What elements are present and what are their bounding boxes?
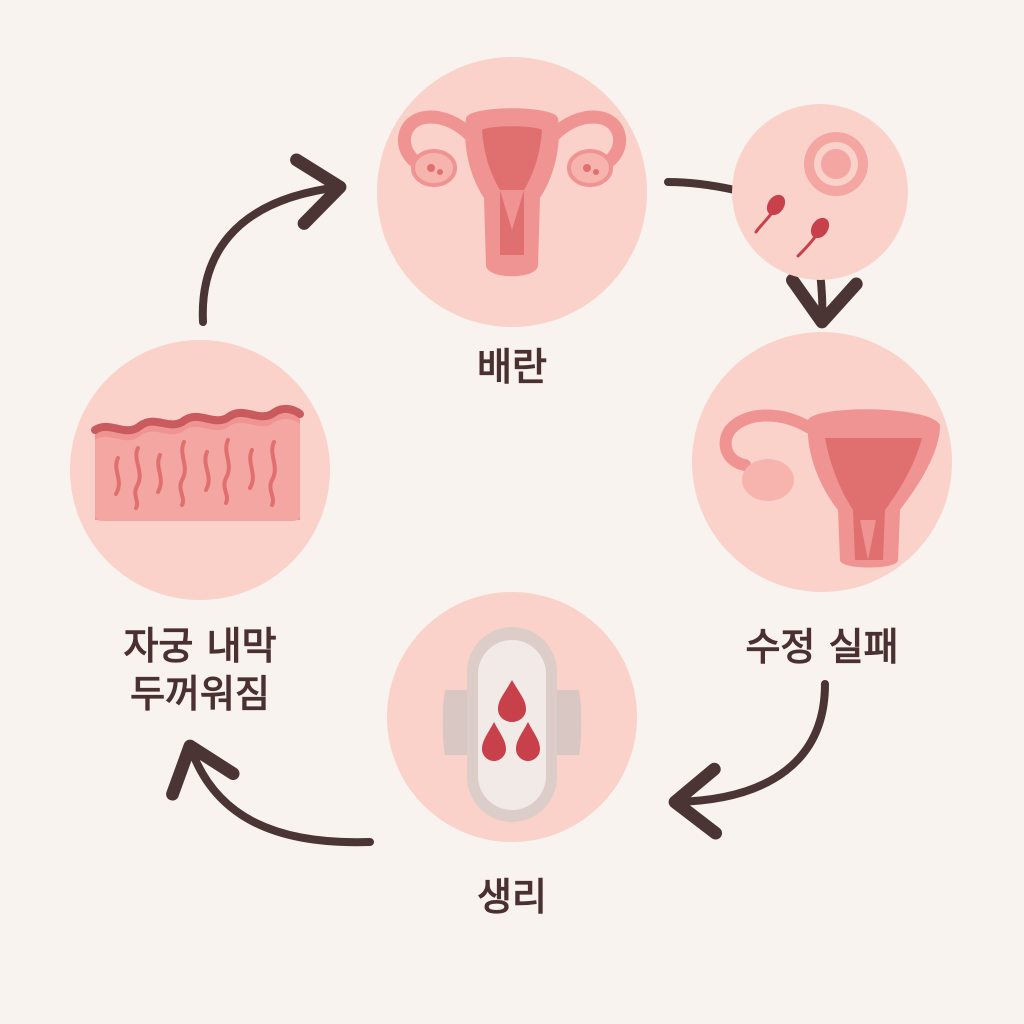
- arrow-ovulation-to-egg: [664, 178, 739, 194]
- endometrium-stage: [70, 340, 330, 600]
- egg-and-sperm-icon: [754, 132, 868, 258]
- uterus-side-icon: [719, 409, 940, 568]
- egg-sperm-stage: [732, 104, 908, 280]
- blood-drop-icon: [498, 680, 526, 722]
- fertilization-failure-stage: [692, 332, 952, 592]
- endometrium-tissue-icon: [91, 404, 304, 521]
- blood-drop-icon: [482, 722, 506, 761]
- endometrium-thickening-label: 자궁 내막 두꺼워짐: [85, 623, 315, 718]
- egg-sperm-circle: [732, 104, 908, 280]
- menstruation-label: 생리: [477, 875, 547, 919]
- fertilization-failure-label: 수정 실패: [745, 625, 899, 669]
- endometrium-thickening-label-line1: 자궁 내막: [123, 624, 277, 668]
- endometrium-thickening-label-line2: 두꺼워짐: [130, 671, 270, 716]
- ovulation-stage: [377, 57, 647, 327]
- arrow-thickening-to-ovulation: [198, 153, 347, 326]
- uterus-ovaries-icon: [397, 108, 627, 277]
- arrow-failure-to-menstruation: [668, 680, 829, 840]
- menstruation-stage: [387, 592, 637, 842]
- ovulation-label: 배란: [477, 345, 547, 389]
- sanitary-pad-icon: [442, 627, 582, 822]
- blood-drop-icon: [516, 722, 540, 761]
- arrow-menstruation-to-thickening: [166, 739, 374, 847]
